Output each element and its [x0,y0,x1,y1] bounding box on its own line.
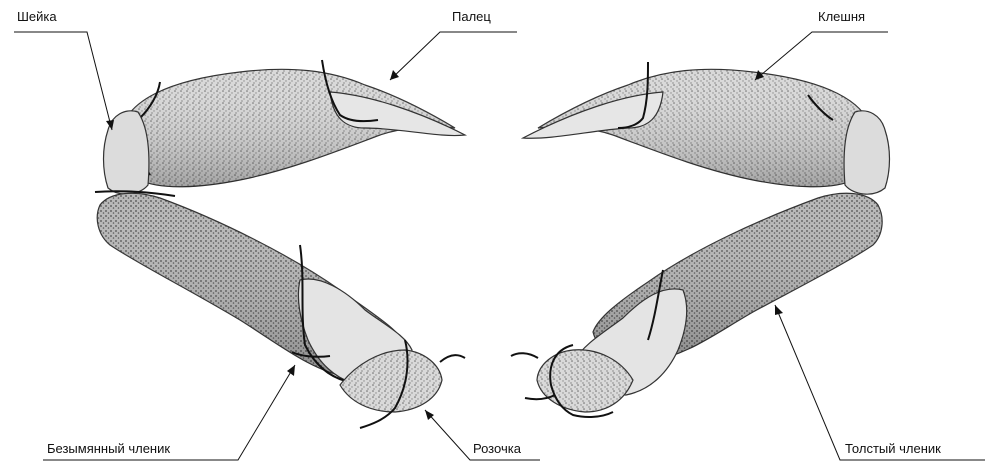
label-nameless-segment: Безымянный членик [47,441,170,457]
leader-claw [755,32,888,80]
label-thick-segment: Толстый членик [845,441,941,457]
left-limb [95,60,465,428]
leader-thick [775,305,985,460]
right-limb [511,62,890,417]
label-rosette: Розочка [473,441,521,457]
right-neck [844,111,889,194]
leader-finger [390,32,517,80]
leader-neck [14,32,112,130]
label-neck: Шейка [17,9,57,25]
label-finger: Палец [452,9,491,25]
label-claw: Клешня [818,9,865,25]
